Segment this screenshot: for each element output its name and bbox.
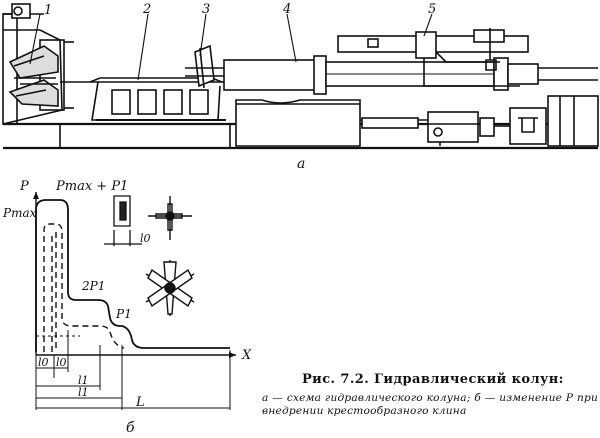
part-label-1: 1 [44,3,52,18]
force-curve-dashed [43,223,125,352]
wedge-section-small [104,195,142,246]
motor-unit [427,95,599,147]
graph-y-axis-label: P [19,179,29,194]
caption-description: а — схема гидравлического колуна; б — из… [262,392,598,417]
graph-L-label: L [135,395,145,410]
part-label-3: 3 [202,2,210,17]
part-label-2: 2 [142,2,151,17]
force-graph [33,192,236,410]
graph-p1-label: P1 [115,307,132,321]
wedge-l0-label: l0 [140,232,151,245]
wedge-cross-4 [148,196,192,240]
panel-a-label: а [297,156,305,172]
graph-2p1-label: 2P1 [81,279,105,293]
figure-caption: Рис. 7.2. Гидравлический колун: а — схем… [262,372,598,418]
hydraulic-cylinder-part [223,55,598,95]
machine-drawing [2,3,599,150]
machine-front-frame [2,3,74,125]
caption-title: Рис. 7.2. Гидравлический колун: [302,372,564,387]
graph-l1-label-1: l1 [78,374,89,387]
machine-lower-frame [235,99,441,147]
cross-wedge-part [8,45,59,107]
part-label-5: 5 [428,2,436,17]
graph-x-axis-label: X [241,348,252,363]
graph-l0-label-2: l0 [56,356,67,369]
graph-l1-label-2: l1 [78,386,89,399]
log-carriage-part [89,77,226,121]
graph-pmax-plus-p1-label: Pmax + P1 [55,179,128,194]
panel-b-label: б [126,420,135,436]
graph-dimension-lines [35,330,231,410]
graph-pmax-label: Pmax [2,206,37,220]
force-curve-solid [35,199,230,352]
wedge-star-6 [145,260,195,316]
graph-l0-label-1: l0 [38,356,49,369]
force-curve-dashed-2 [51,232,57,352]
part-leader-lines [29,13,433,81]
part-label-4: 4 [282,2,291,17]
